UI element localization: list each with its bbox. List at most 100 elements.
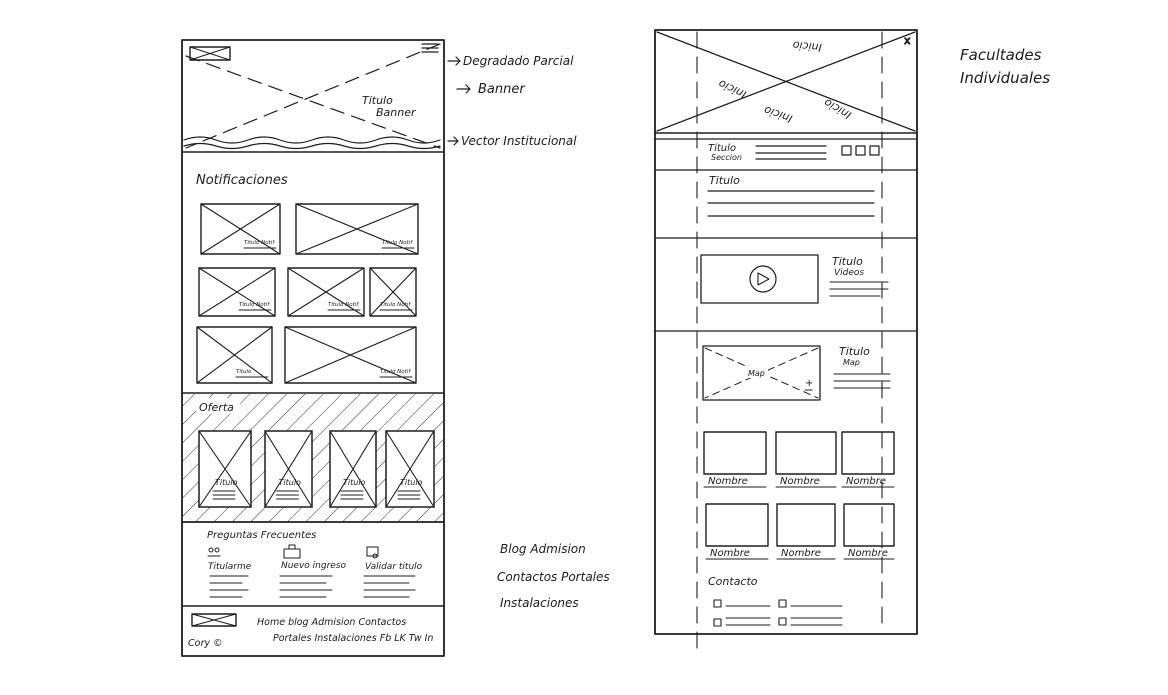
notification-card-title: Titulo Notif [244, 240, 275, 246]
left-page-frame [181, 39, 445, 657]
footer-logo-placeholder [191, 613, 237, 627]
square-icon [869, 145, 880, 156]
team-member-card: Nombre [843, 503, 895, 560]
side-note-line-1: Blog Admision [500, 542, 586, 556]
faq-column-2: Nuevo ingreso [281, 561, 347, 571]
zoom-in-icon: + [805, 378, 813, 389]
footer-links-row-1: Home blog Admision Contactos [257, 617, 406, 628]
videos-title: Titulo [832, 255, 863, 268]
team-member-name: Nombre [781, 548, 821, 559]
banner-subtitle: Banner [376, 106, 417, 119]
video-placeholder [700, 254, 819, 304]
right-wireframe: x Inicio Inicio Inicio Inicio Facultades… [654, 29, 1050, 657]
faq-column-1: Titularme [208, 562, 252, 572]
notification-card: Titulo Notif [287, 267, 365, 317]
team-member-card: Nombre [703, 431, 767, 488]
map-section: Map + Titulo Map [702, 345, 891, 401]
hero-inicio-1: Inicio [792, 38, 822, 54]
map-placeholder [702, 345, 821, 401]
checkbox-icon [778, 617, 787, 626]
institutional-wave-vector [183, 136, 441, 144]
section-title-row: Titulo Seccion [654, 138, 918, 171]
team-member-name: Nombre [848, 548, 888, 559]
banner-placeholder-diagonal [185, 55, 441, 149]
annotation-degradado: Degradado Parcial [463, 54, 574, 68]
videos-subtitle: Videos [834, 268, 864, 278]
notification-card-title: Titulo Notif [328, 302, 359, 308]
preguntas-heading: Preguntas Frecuentes [207, 530, 316, 541]
notification-card-title: Titulo Notif [382, 240, 413, 246]
hero-inicio-2: Inicio [716, 77, 748, 101]
facultades-note-line-2: Individuales [960, 69, 1050, 87]
oferta-card-title: Titulo [215, 478, 238, 487]
banner-annotations: Degradado Parcial Banner Vector Instituc… [447, 54, 577, 148]
team-member-card: Nombre [841, 431, 895, 488]
notification-card: Titulo Notif [284, 326, 417, 384]
footer-links-row-2: Portales Instalaciones Fb LK Tw In [273, 633, 433, 644]
notification-card: Titulo Notif [295, 203, 419, 255]
team-member-card: Nombre [775, 431, 837, 488]
certificate-icon [366, 546, 379, 559]
map-label: Map [748, 369, 765, 378]
checkbox-icon [713, 599, 722, 608]
left-footer: Home blog Admision Contactos Portales In… [188, 613, 433, 649]
oferta-card-title: Titulo [279, 478, 302, 487]
map-title: Titulo [839, 345, 870, 358]
faq-text-lines [209, 575, 416, 598]
footer-side-note: Blog Admision Contactos Portales Instala… [497, 542, 610, 610]
right-hero-section: x Inicio Inicio Inicio Inicio [654, 31, 918, 134]
video-section: Titulo Videos [654, 254, 918, 332]
titulo-text-block: Titulo [654, 174, 918, 239]
team-member-card: Nombre [776, 503, 836, 560]
hero-inicio-4: Inicio [822, 96, 854, 122]
left-wireframe: Titulo Banner Degradado Parcial Banner V… [181, 39, 610, 657]
side-note-line-3: Instalaciones [500, 596, 579, 610]
facultades-note-line-1: Facultades [960, 46, 1042, 64]
contacto-heading: Contacto [708, 575, 758, 588]
square-icon [855, 145, 866, 156]
notification-card: Titulo Notif [198, 267, 276, 317]
team-member-name: Nombre [710, 548, 750, 559]
preguntas-section: Preguntas Frecuentes Titularme Nuevo ing… [181, 530, 445, 607]
oferta-card: Titulo [264, 430, 313, 508]
banner-title: Titulo [362, 94, 393, 107]
hero-inicio-3: Inicio [762, 103, 794, 125]
banner-placeholder-diagonal [185, 43, 441, 149]
footer-copyright: Cory © [188, 638, 223, 649]
team-member-name: Nombre [780, 476, 820, 487]
notification-card: Titulo Notif [200, 203, 281, 255]
notification-card-title: Titulo [236, 369, 252, 375]
left-banner-section: Titulo Banner [181, 43, 445, 153]
notification-card-title: Titulo Notif [380, 369, 411, 375]
oferta-card: Titulo [329, 430, 377, 508]
checkbox-icon [713, 618, 722, 627]
annotation-banner: Banner [478, 82, 526, 97]
notification-card: Titulo Notif [369, 267, 417, 317]
section-title: Titulo [708, 143, 736, 154]
faq-column-3: Validar titulo [365, 562, 423, 572]
people-icon [207, 547, 221, 557]
notification-card-title: Titulo Notif [380, 302, 411, 308]
logo-placeholder [189, 46, 231, 61]
square-icon [841, 145, 852, 156]
team-member-name: Nombre [708, 476, 748, 487]
contacto-section: Contacto [708, 575, 843, 627]
titulo-heading: Titulo [709, 174, 740, 187]
annotation-vector: Vector Institucional [461, 134, 577, 148]
play-icon [749, 265, 777, 293]
right-page-frame [654, 29, 918, 635]
notification-card-title: Titulo Notif [239, 302, 270, 308]
oferta-heading: Oferta [199, 401, 234, 414]
team-member-card: Nombre [705, 503, 769, 560]
oferta-card: Titulo [385, 430, 435, 508]
notification-card: Titulo [196, 326, 273, 384]
close-icon: x [904, 34, 911, 47]
notificaciones-heading: Notificaciones [196, 173, 288, 188]
oferta-card-title: Titulo [400, 478, 423, 487]
building-icon [283, 544, 301, 559]
